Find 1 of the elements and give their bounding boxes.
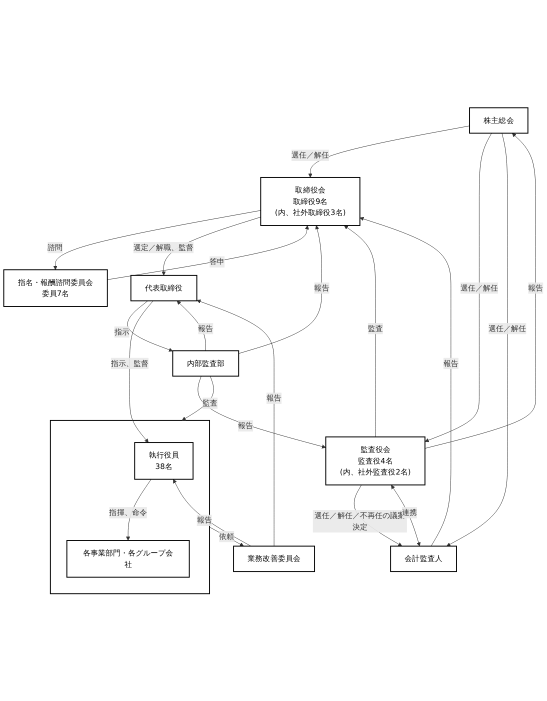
cluster [50, 420, 210, 594]
